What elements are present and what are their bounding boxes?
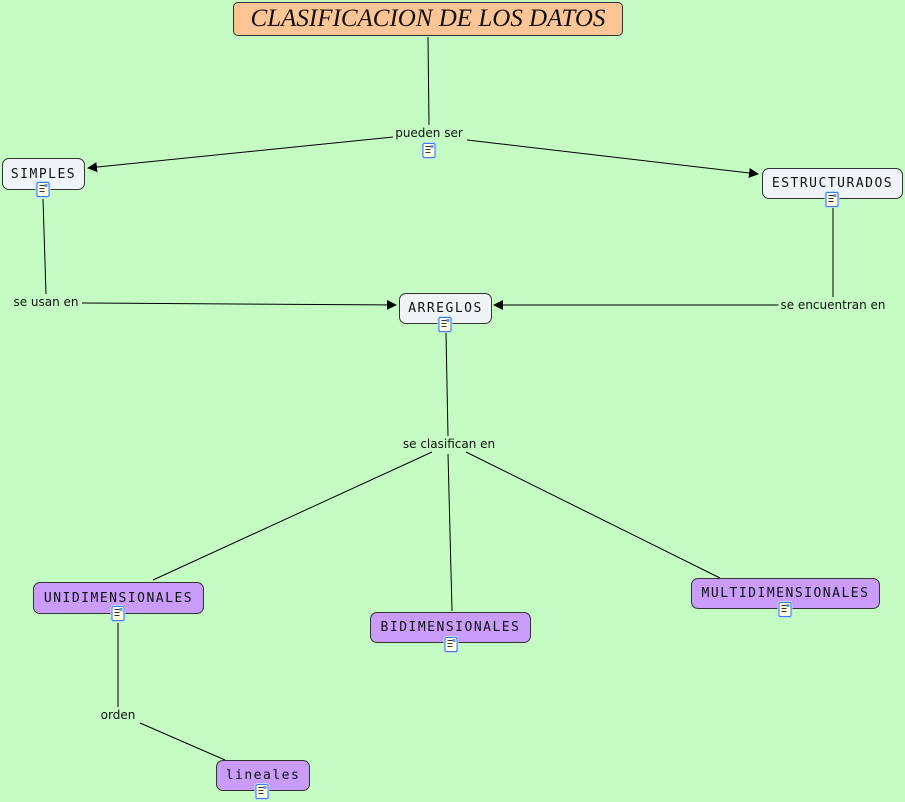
concept-simples[interactable]: SIMPLES (2, 158, 85, 190)
link-arreglos-clasifican (445, 332, 449, 437)
link-label-se-clasifican-en[interactable]: se clasifican en (400, 437, 498, 451)
title-text: CLASIFICACION DE LOS DATOS (250, 5, 606, 32)
resource-icon[interactable] (444, 637, 458, 652)
concept-label: ESTRUCTURADOS (771, 176, 894, 191)
concept-label: ARREGLOS (408, 301, 483, 316)
resource-icon[interactable] (422, 143, 436, 158)
resource-icon[interactable] (255, 784, 269, 799)
title-concept[interactable]: CLASIFICACION DE LOS DATOS (233, 2, 623, 36)
link-pueden-simples (87, 136, 394, 173)
resource-icon[interactable] (438, 317, 452, 332)
link-label-orden[interactable]: orden (98, 708, 138, 722)
resource-icon[interactable] (825, 192, 839, 207)
link-clasifican-bi (447, 453, 453, 612)
resource-icon[interactable] (778, 602, 792, 617)
resource-icon[interactable] (36, 182, 50, 197)
link-simples-usan (42, 198, 47, 295)
link-usan-arreglos (81, 299, 397, 310)
link-clasifican-uni (152, 451, 433, 581)
concept-label: SIMPLES (10, 166, 77, 182)
link-label-se-encuentran-en[interactable]: se encuentran en (778, 298, 888, 312)
link-clasifican-multi (465, 451, 721, 579)
link-title-pueden (427, 36, 430, 126)
resource-icon[interactable] (111, 606, 125, 621)
concept-label: BIDIMENSIONALES (380, 620, 521, 635)
concept-label: MULTIDIMENSIONALES (701, 586, 870, 601)
concept-label: lineales (225, 768, 301, 783)
link-pueden-estructurados (466, 139, 759, 178)
link-label-pueden-ser[interactable]: pueden ser (393, 126, 465, 140)
link-label-se-usan-en[interactable]: se usan en (11, 295, 81, 309)
concept-label: UNIDIMENSIONALES (43, 590, 194, 606)
link-orden-lineales (139, 722, 226, 761)
